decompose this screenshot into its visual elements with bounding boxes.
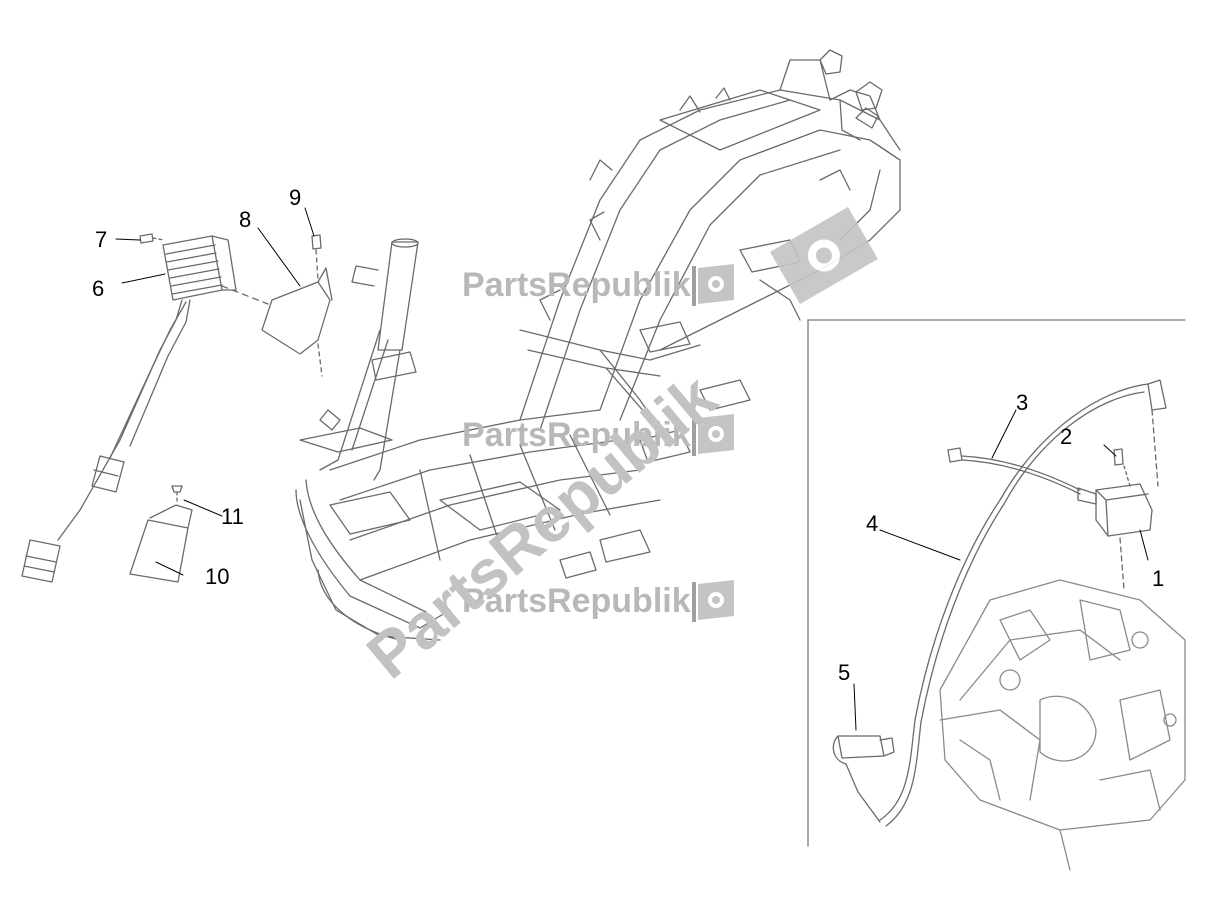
watermark-text: PartsRepublik [462, 266, 691, 304]
callout-6[interactable]: 6 [92, 276, 105, 301]
callout-4[interactable]: 4 [866, 511, 879, 536]
watermark-text: PartsRepublik [462, 582, 691, 620]
regulator-bracket-assembly [221, 234, 333, 377]
callout-3[interactable]: 3 [1016, 390, 1029, 415]
engine-unit [939, 579, 1186, 871]
voltage-regulator-assembly [21, 233, 237, 583]
watermark-icons [692, 207, 878, 622]
clip-assembly [129, 485, 193, 583]
callout-8[interactable]: 8 [239, 207, 252, 232]
leader-lines [115, 207, 1149, 731]
spark-plug-cap-assembly [832, 735, 895, 823]
callout-9[interactable]: 9 [289, 185, 302, 210]
spark-plug-cable-assembly [879, 383, 1149, 827]
callout-10[interactable]: 10 [205, 564, 230, 589]
callout-2[interactable]: 2 [1060, 424, 1073, 449]
sensor-cable-assembly [947, 447, 1081, 495]
gear-flag-icon [692, 414, 734, 456]
watermark-text: PartsRepublik [462, 416, 691, 454]
scooter-frame [295, 49, 901, 641]
gear-flag-icon [770, 207, 878, 304]
ignition-coil-assembly [1077, 379, 1167, 591]
callout-5[interactable]: 5 [838, 660, 851, 685]
callout-11[interactable]: 11 [221, 504, 244, 529]
callout-7[interactable]: 7 [95, 227, 108, 252]
gear-flag-icon [692, 580, 734, 622]
callout-1[interactable]: 1 [1152, 566, 1165, 591]
gear-flag-icon [692, 264, 734, 306]
